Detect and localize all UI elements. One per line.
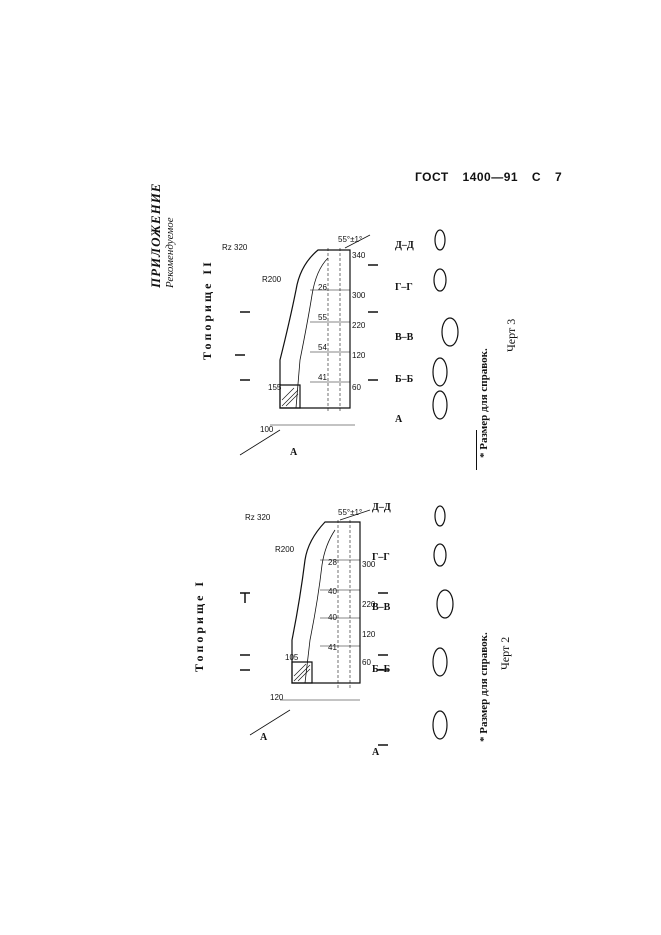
svg-text:120: 120 [352, 351, 366, 360]
svg-text:300: 300 [352, 291, 366, 300]
page-header: ГОСТ 1400—91 С 7 [415, 170, 572, 184]
section-2-vv [441, 317, 459, 347]
section-2-dd [434, 229, 446, 251]
svg-text:26: 26 [318, 283, 327, 292]
svg-text:55°±1°: 55°±1° [338, 508, 362, 517]
section-1-bb [432, 647, 448, 677]
svg-text:41: 41 [318, 373, 327, 382]
handle-2-head [279, 384, 301, 409]
section-2-gg [433, 268, 447, 292]
svg-text:Д–Д: Д–Д [372, 502, 391, 513]
svg-text:41: 41 [328, 643, 337, 652]
rz-1: Rz 320 [245, 513, 271, 522]
drawing-2 [235, 229, 459, 456]
svg-text:40: 40 [328, 613, 337, 622]
svg-text:54: 54 [318, 343, 327, 352]
section-letter: С [531, 170, 542, 184]
svg-text:40: 40 [328, 587, 337, 596]
handle-2-outline [279, 249, 351, 409]
svg-text:220: 220 [352, 321, 366, 330]
svg-text:120: 120 [362, 630, 376, 639]
section-1-gg [433, 543, 447, 567]
section-2-a [432, 390, 448, 420]
section-1-a [432, 710, 448, 740]
svg-text:55°±1°: 55°±1° [338, 235, 362, 244]
drawing-1 [240, 505, 454, 746]
svg-text:А: А [395, 414, 403, 425]
label-a-1: А [260, 732, 268, 743]
svg-text:100: 100 [260, 425, 274, 434]
svg-text:Д–Д: Д–Д [395, 240, 414, 251]
svg-text:60: 60 [352, 383, 361, 392]
svg-text:60: 60 [362, 658, 371, 667]
svg-text:55: 55 [318, 313, 327, 322]
svg-text:340: 340 [352, 251, 366, 260]
svg-text:R200: R200 [262, 275, 282, 284]
svg-text:Г–Г: Г–Г [395, 282, 413, 293]
section-1-vv [436, 589, 454, 619]
svg-text:В–В: В–В [395, 332, 414, 343]
drawing-2-labels: А Rz 320 60 120 220 300 340 41 54 55 26 … [222, 235, 414, 458]
svg-text:В–В: В–В [372, 602, 391, 613]
svg-text:28: 28 [328, 558, 337, 567]
standard-label: ГОСТ [415, 170, 449, 184]
footnote-rule-2 [476, 430, 477, 470]
svg-text:Б–Б: Б–Б [395, 374, 414, 385]
section-2-bb [432, 357, 448, 387]
rz-2: Rz 320 [222, 243, 248, 252]
handle-1-head [291, 661, 313, 684]
svg-text:Б–Б: Б–Б [372, 664, 391, 675]
svg-text:Г–Г: Г–Г [372, 552, 390, 563]
standard-number: 1400—91 [462, 170, 519, 184]
svg-text:А: А [372, 747, 380, 758]
svg-text:300: 300 [362, 560, 376, 569]
svg-text:R200: R200 [275, 545, 295, 554]
svg-text:220: 220 [362, 600, 376, 609]
svg-text:155: 155 [268, 383, 282, 392]
handle-1-outline [291, 521, 361, 684]
page-number: 7 [554, 170, 563, 184]
svg-text:120: 120 [270, 693, 284, 702]
label-a-2: А [290, 447, 298, 458]
drawing-1-labels: А Rz 320 60 120 220 300 41 40 40 28 120 … [245, 502, 391, 758]
svg-text:105: 105 [285, 653, 299, 662]
section-1-dd [434, 505, 446, 527]
